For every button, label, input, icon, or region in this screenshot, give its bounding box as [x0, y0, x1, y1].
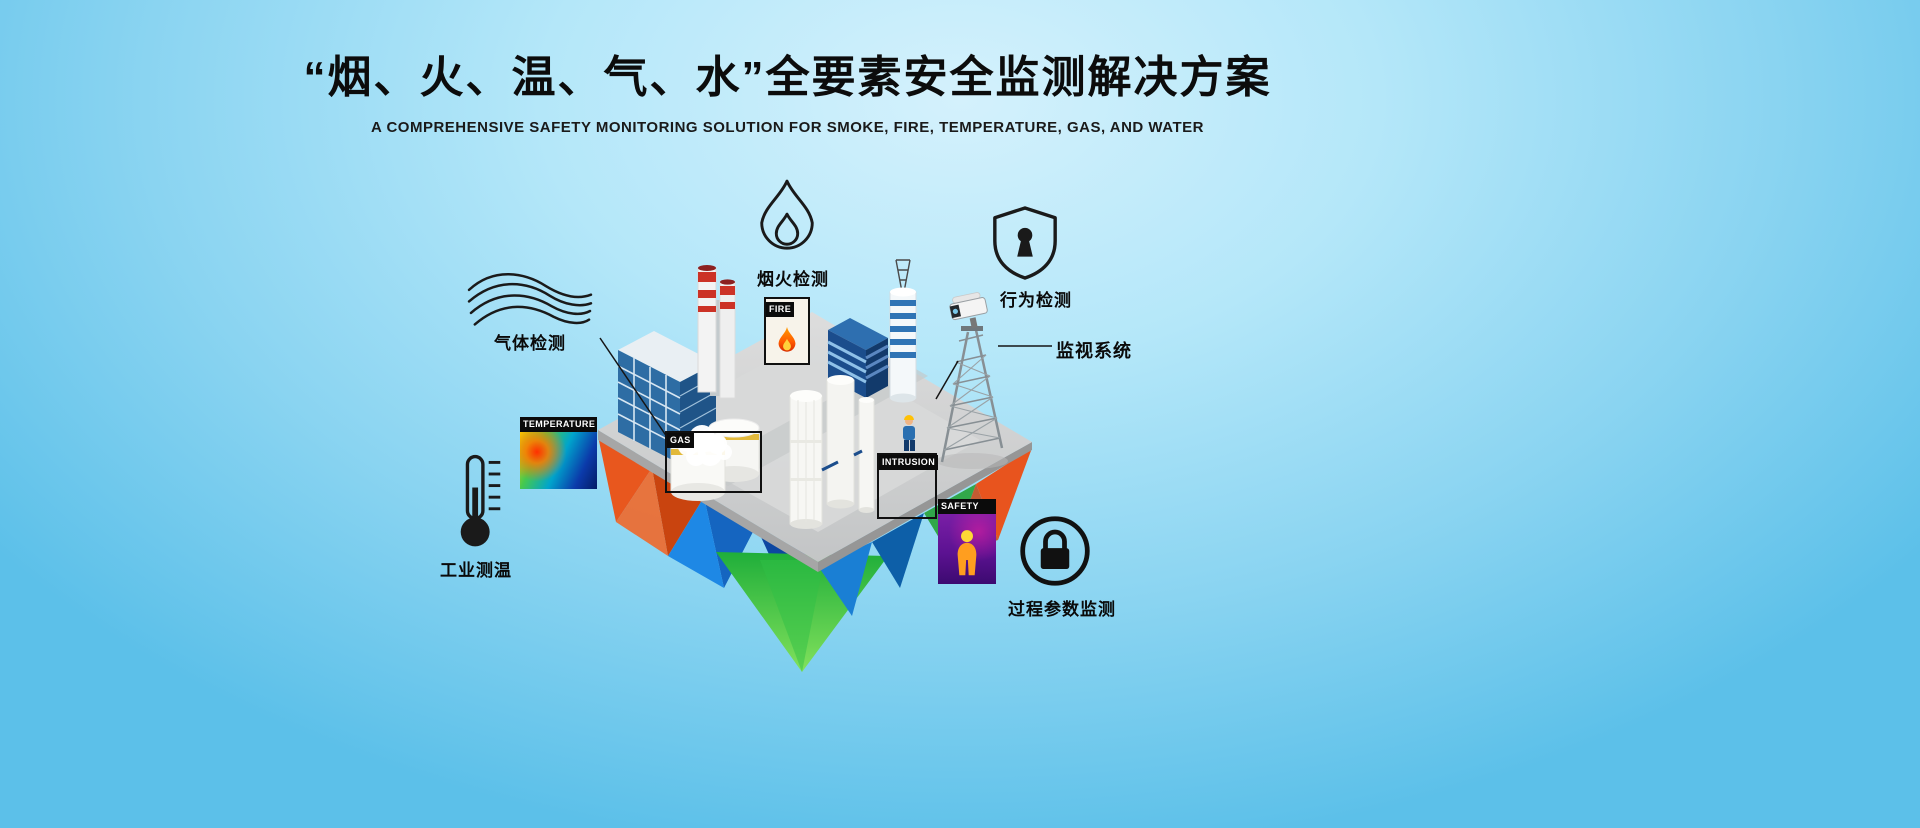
- safety-thermal-image: [938, 514, 996, 585]
- gas-region-box: GAS: [665, 431, 762, 493]
- fire-tag-label: FIRE: [766, 302, 795, 318]
- intrusion-region-box: INTRUSION: [877, 453, 939, 519]
- lattice-tower: [936, 326, 1008, 469]
- callout-lines: [599, 337, 1052, 438]
- intrusion-callout-line: [935, 360, 959, 400]
- striped-column: [889, 259, 917, 403]
- worker-figure: [903, 415, 915, 451]
- gas-tag-label: GAS: [667, 433, 694, 449]
- thermal-image: [520, 432, 597, 490]
- behavior-detection-label: 行为检测: [1000, 291, 1072, 310]
- industrial-temperature-label: 工业测温: [440, 561, 512, 580]
- thermometer-icon: [452, 452, 508, 552]
- page-subtitle: A COMPREHENSIVE SAFETY MONITORING SOLUTI…: [371, 118, 1204, 136]
- island-underside: [598, 436, 1032, 672]
- temperature-photo-tag: TEMPERATURE: [520, 417, 597, 490]
- gas-detection-label: 气体检测: [494, 334, 566, 353]
- gas-waves-icon: [465, 263, 595, 335]
- gas-callout-line: [599, 337, 668, 438]
- shield-keyhole-icon: [989, 205, 1061, 281]
- process-parameter-label: 过程参数监测: [1008, 600, 1116, 619]
- surveillance-system-label: 监视系统: [1056, 341, 1132, 361]
- thermal-person-graphic: [957, 530, 977, 576]
- flame-icon: [753, 177, 821, 261]
- distillation-columns: [789, 375, 875, 529]
- storage-tanks: [670, 418, 760, 501]
- island-rim-left: [598, 430, 818, 572]
- chimneys: [697, 265, 736, 399]
- fire-image: [766, 317, 808, 364]
- surveillance-camera: [949, 292, 988, 329]
- safety-tag-label: SAFETY: [938, 499, 996, 515]
- temperature-tag-label: TEMPERATURE: [520, 417, 597, 433]
- fire-flame-graphic: [778, 327, 796, 352]
- fire-photo-tag: FIRE: [764, 297, 810, 366]
- header: “烟、火、温、气、水”全要素安全监测解决方案 A COMPREHENSIVE S…: [0, 0, 1575, 136]
- smoke-fire-detection-label: 烟火检测: [757, 270, 829, 289]
- intrusion-tag-label: INTRUSION: [879, 455, 939, 471]
- island-rim-right: [818, 442, 1032, 572]
- safety-photo-tag: SAFETY: [938, 499, 996, 585]
- page-title: “烟、火、温、气、水”全要素安全监测解决方案: [303, 53, 1272, 102]
- lock-circle-icon: [1017, 513, 1093, 589]
